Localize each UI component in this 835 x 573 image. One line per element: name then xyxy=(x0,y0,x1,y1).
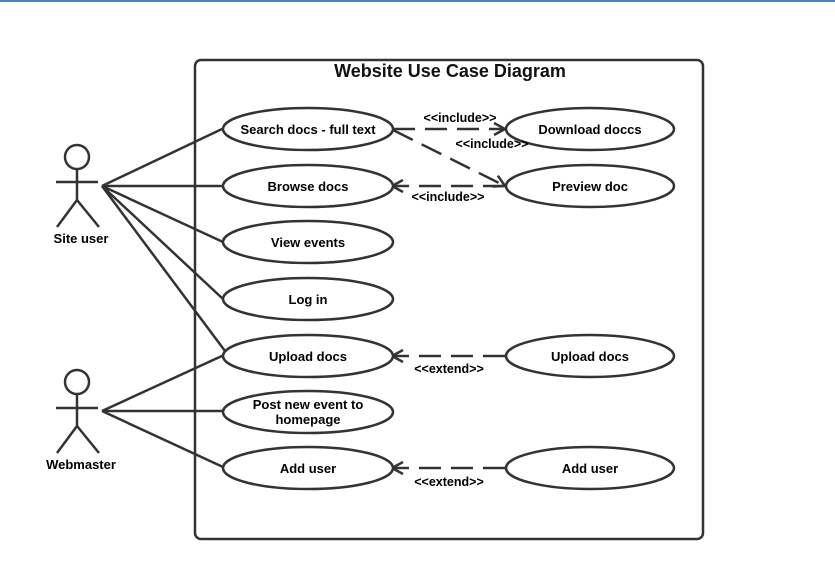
usecase-label: Search docs - full text xyxy=(240,122,376,137)
usecase-label-line1: Post new event to xyxy=(253,397,364,412)
assoc-webmaster-upload xyxy=(101,353,225,413)
actor-label-webmaster: Webmaster xyxy=(46,457,116,472)
usecase-add-user[interactable]: Add user xyxy=(221,445,395,491)
usecase-post-new-event[interactable]: Post new event to homepage xyxy=(221,389,395,435)
include-label: <<include>> xyxy=(412,190,485,204)
usecase-label: Log in xyxy=(289,292,328,307)
usecase-label: Upload docs xyxy=(269,349,347,364)
top-accent-rule xyxy=(0,0,835,2)
usecase-browse-docs[interactable]: Browse docs xyxy=(221,163,395,209)
usecase-log-in[interactable]: Log in xyxy=(221,276,395,322)
assoc-site-user-search xyxy=(101,127,223,188)
actor-head-icon xyxy=(63,368,91,396)
extend-label: <<extend>> xyxy=(414,362,484,376)
actor-label-site-user: Site user xyxy=(54,231,109,246)
usecase-label: Preview doc xyxy=(552,179,628,194)
usecase-label-line2: homepage xyxy=(275,412,340,427)
webmaster-associations xyxy=(101,353,225,469)
assoc-site-user-upload xyxy=(100,185,227,352)
assoc-site-user-login xyxy=(101,185,224,300)
dependency-lines xyxy=(392,129,505,468)
usecase-search-docs[interactable]: Search docs - full text xyxy=(221,106,395,152)
actor-head-icon xyxy=(63,143,91,171)
usecase-label: Browse docs xyxy=(268,179,349,194)
usecase-upload-docs[interactable]: Upload docs xyxy=(221,333,395,379)
usecase-label: Add user xyxy=(562,461,618,476)
usecase-upload-docs-extension[interactable]: Upload docs xyxy=(504,333,676,379)
usecase-view-events[interactable]: View events xyxy=(221,219,395,265)
system-boundary xyxy=(193,58,705,541)
assoc-webmaster-add-user xyxy=(101,409,224,469)
usecase-label: View events xyxy=(271,235,345,250)
include-search-preview xyxy=(392,128,505,186)
include-label: <<include>> xyxy=(456,137,529,151)
usecase-label: Download doccs xyxy=(538,122,641,137)
usecase-label: Add user xyxy=(280,461,336,476)
include-label: <<include>> xyxy=(424,111,497,125)
extend-label: <<extend>> xyxy=(414,475,484,489)
usecase-preview-doc[interactable]: Preview doc xyxy=(504,163,676,209)
usecase-add-user-extension[interactable]: Add user xyxy=(504,445,676,491)
diagram-title: Website Use Case Diagram xyxy=(334,61,566,81)
usecase-label: Upload docs xyxy=(551,349,629,364)
usecase-download-docs[interactable]: Download doccs xyxy=(504,106,676,152)
actor-site-user[interactable] xyxy=(55,143,100,228)
assoc-site-user-events xyxy=(101,184,224,244)
actor-webmaster[interactable] xyxy=(55,368,100,454)
site-user-associations xyxy=(100,127,227,352)
